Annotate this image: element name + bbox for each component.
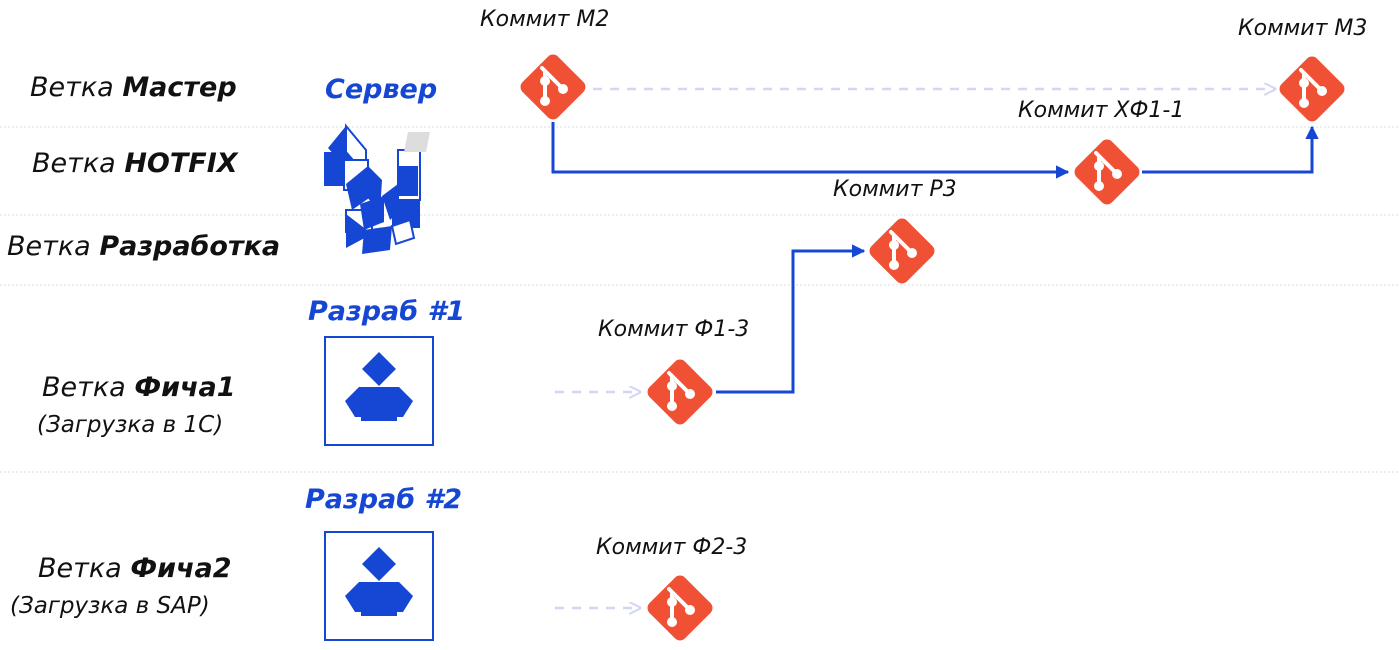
- commit-label-f1: Коммит Ф1-3: [598, 317, 749, 342]
- commit-label-f2: Коммит Ф2-3: [596, 535, 747, 560]
- flow-hotfix-to-master: [1142, 125, 1319, 174]
- commit-r3-git-icon: [864, 213, 940, 289]
- branch-subtitle-feature2: (Загрузка в SAP): [10, 593, 210, 619]
- commit-label-m2: Коммит М2: [480, 7, 609, 32]
- commit-label-r3: Коммит Р3: [833, 177, 957, 202]
- flow-feature1-to-develop: [716, 244, 866, 394]
- server-label: Сервер: [325, 74, 437, 105]
- dev1-label: Разраб #1: [308, 296, 465, 327]
- commit-hf1-git-icon: [1069, 134, 1145, 210]
- developer-1-icon: [324, 336, 434, 446]
- developer-2-icon: [324, 531, 434, 641]
- commit-m3-git-icon: [1274, 51, 1350, 127]
- branch-label-develop: Ветка Разработка: [7, 231, 280, 262]
- commit-label-hf1: Коммит ХФ1-1: [1018, 98, 1184, 123]
- flow-master-to-hotfix: [551, 122, 1070, 179]
- branch-label-hotfix: Ветка HOTFIX: [32, 148, 239, 179]
- commit-f2-git-icon: [642, 570, 718, 646]
- commit-m2-git-icon: [515, 49, 591, 125]
- branch-subtitle-feature1: (Загрузка в 1С): [37, 412, 223, 438]
- branch-label-feature2: Ветка Фича2: [38, 553, 232, 584]
- branch-label-master: Ветка Мастер: [30, 72, 237, 103]
- server-blocks-icon: [324, 123, 430, 254]
- commit-f1-git-icon: [642, 354, 718, 430]
- branch-label-feature1: Ветка Фича1: [42, 372, 236, 403]
- commit-label-m3: Коммит М3: [1238, 16, 1367, 41]
- dev2-label: Разраб #2: [305, 484, 462, 515]
